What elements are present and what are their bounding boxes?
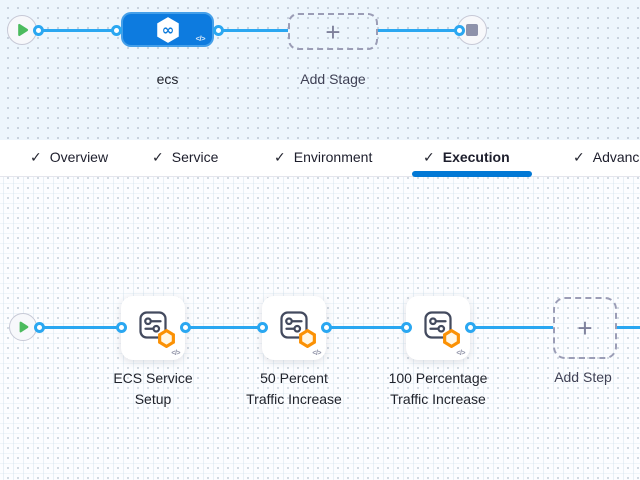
step-sliders-icon	[279, 310, 309, 340]
tab-service[interactable]: ✓ Service	[152, 143, 218, 171]
orange-hexagon-badge	[158, 329, 175, 348]
step-sliders-icon	[138, 310, 168, 340]
connector-port	[110, 24, 122, 36]
step-label-line2: Setup	[134, 391, 172, 407]
connector-port	[400, 321, 412, 333]
step-label-line1: ECS Service	[113, 370, 193, 386]
check-icon: ✓	[423, 148, 435, 165]
connector-line	[617, 325, 640, 329]
connector-line	[38, 28, 116, 32]
add-stage-button[interactable]: +	[288, 13, 378, 50]
tab-label: Environment	[293, 149, 373, 165]
step-label-line2: Traffic Increase	[246, 391, 342, 407]
execution-canvas: </> </>	[0, 177, 640, 480]
add-step-label: Add Step	[554, 369, 612, 385]
connector-line	[218, 28, 288, 32]
tab-environment[interactable]: ✓ Environment	[274, 143, 372, 171]
step-label-line1: 50 Percent	[260, 370, 328, 386]
tab-label: Execution	[442, 149, 510, 165]
connector-port	[212, 24, 224, 36]
connector-port	[320, 321, 332, 333]
execution-start-node	[9, 313, 37, 341]
tab-overview[interactable]: ✓ Overview	[30, 143, 108, 171]
step-label: ECS Service Setup	[78, 368, 228, 410]
play-icon	[13, 21, 31, 39]
active-tab-underline	[412, 171, 532, 177]
check-icon: ✓	[152, 148, 164, 165]
stage-label: ecs	[156, 71, 179, 87]
check-icon: ✓	[274, 148, 286, 165]
deploy-stage-hexagon-icon: ∞	[155, 16, 181, 44]
connector-port	[115, 321, 127, 333]
step-node-ecs-service-setup[interactable]: </>	[121, 296, 185, 360]
step-label: 100 Percentage Traffic Increase	[363, 368, 513, 410]
add-step-button[interactable]: +	[553, 297, 617, 359]
connector-port	[33, 321, 45, 333]
connector-line	[470, 325, 553, 329]
add-stage-label: Add Stage	[300, 71, 366, 87]
stage-canvas: ∞ </> ecs + Add Stage	[0, 0, 640, 140]
tab-advanced[interactable]: ✓ Advanced	[573, 143, 640, 171]
tab-label: Overview	[49, 149, 109, 165]
check-icon: ✓	[573, 148, 585, 165]
connector-line	[185, 325, 262, 329]
connector-port	[453, 24, 465, 36]
step-node-50-percent[interactable]: </>	[262, 296, 326, 360]
step-label-line2: Traffic Increase	[390, 391, 486, 407]
orange-hexagon-badge	[299, 329, 316, 348]
plus-icon: +	[577, 313, 593, 343]
connector-port	[256, 321, 268, 333]
pipeline-start-node	[7, 15, 37, 45]
connector-port	[179, 321, 191, 333]
connector-line	[378, 28, 459, 32]
connector-port	[464, 321, 476, 333]
step-sliders-icon	[423, 310, 453, 340]
stage-config-tabbar: ✓ Overview ✓ Service ✓ Environment ✓ Exe…	[0, 140, 640, 177]
connector-line	[39, 325, 121, 329]
step-node-100-percentage[interactable]: </>	[406, 296, 470, 360]
connector-port	[32, 24, 44, 36]
connector-line	[326, 325, 406, 329]
step-label: 50 Percent Traffic Increase	[219, 368, 369, 410]
code-view-icon: </>	[171, 350, 180, 357]
tab-label: Service	[171, 149, 219, 165]
play-icon	[15, 319, 31, 335]
stop-icon	[466, 24, 478, 36]
infinity-glyph: ∞	[161, 20, 174, 38]
check-icon: ✓	[30, 148, 42, 165]
tab-execution[interactable]: ✓ Execution	[423, 143, 510, 171]
code-view-icon: </>	[312, 350, 321, 357]
orange-hexagon-badge	[443, 329, 460, 348]
stage-node-ecs[interactable]: ∞ </>	[121, 12, 214, 47]
code-view-icon: </>	[456, 350, 465, 357]
code-view-icon: </>	[195, 34, 206, 43]
plus-icon: +	[325, 16, 341, 47]
tab-label: Advanced	[592, 149, 640, 165]
step-label-line1: 100 Percentage	[388, 370, 488, 386]
